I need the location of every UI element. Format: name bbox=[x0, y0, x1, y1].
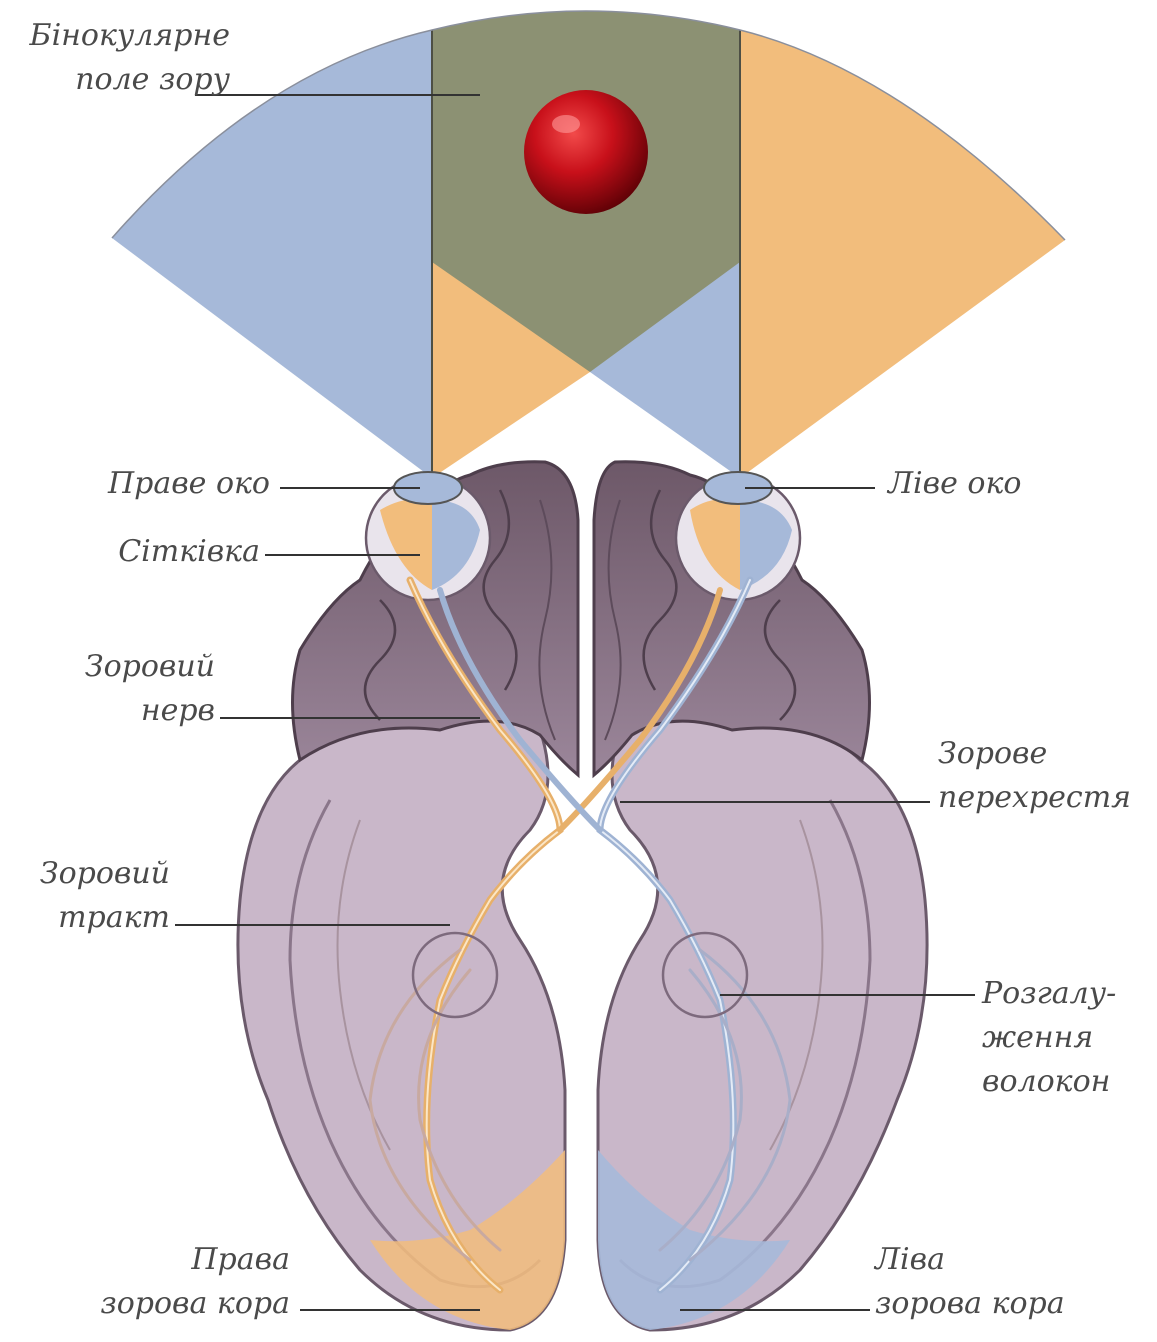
label-retina: Сітківка bbox=[60, 530, 260, 574]
label-binocular-field-line1: Бінокулярне bbox=[10, 14, 230, 58]
label-optic-tract: Зоровий тракт bbox=[10, 852, 170, 940]
label-right-visual-cortex-line2: зорова кора bbox=[40, 1282, 290, 1326]
label-right-eye: Праве око bbox=[60, 462, 270, 506]
label-right-visual-cortex-line1: Права bbox=[40, 1238, 290, 1282]
label-optic-chiasm: Зорове перехрестя bbox=[938, 732, 1148, 820]
label-lgn-line2: ження bbox=[982, 1016, 1152, 1060]
label-optic-chiasm-line2: перехрестя bbox=[938, 776, 1148, 820]
label-optic-tract-line2: тракт bbox=[10, 896, 170, 940]
label-binocular-field: Бінокулярне поле зору bbox=[10, 14, 230, 102]
label-optic-chiasm-line1: Зорове bbox=[938, 732, 1148, 776]
label-optic-nerve-line1: Зоровий bbox=[20, 645, 215, 689]
left-eye-field bbox=[740, 30, 1065, 478]
label-lgn-line3: волокон bbox=[982, 1060, 1152, 1104]
target-ball bbox=[524, 90, 648, 214]
label-left-visual-cortex: Ліва зорова кора bbox=[875, 1238, 1115, 1326]
label-optic-tract-line1: Зоровий bbox=[10, 852, 170, 896]
label-lgn-line1: Розгалу- bbox=[982, 972, 1152, 1016]
label-optic-nerve: Зоровий нерв bbox=[20, 645, 215, 733]
label-binocular-field-line2: поле зору bbox=[10, 58, 230, 102]
brain bbox=[238, 462, 927, 1330]
label-lgn: Розгалу- ження волокон bbox=[982, 972, 1152, 1104]
label-left-visual-cortex-line1: Ліва bbox=[875, 1238, 1115, 1282]
label-right-visual-cortex: Права зорова кора bbox=[40, 1238, 290, 1326]
label-optic-nerve-line2: нерв bbox=[20, 689, 215, 733]
label-left-visual-cortex-line2: зорова кора bbox=[875, 1282, 1115, 1326]
visual-fields bbox=[112, 11, 1065, 478]
label-left-eye: Ліве око bbox=[888, 462, 1088, 506]
